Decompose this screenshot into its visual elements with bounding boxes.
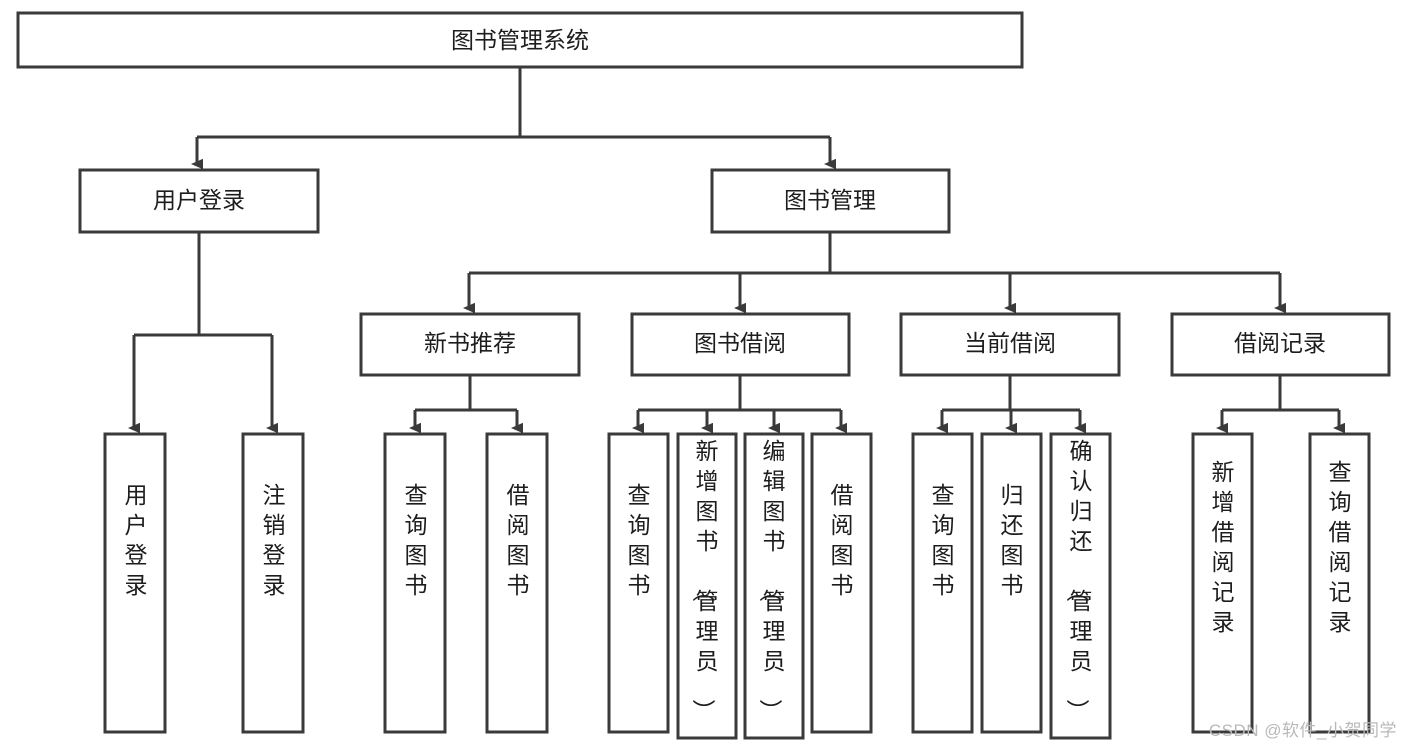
- leaf-query-book-2-label: 查询图书: [628, 482, 651, 598]
- node-current-borrow-box: [899, 312, 1121, 377]
- node-root-label: 图书管理系统: [451, 27, 589, 53]
- node-book-management[interactable]: 图书管理: [710, 168, 951, 234]
- leaf-edit-book-admin-label: 编辑图书（管理员）: [758, 438, 786, 722]
- node-borrow-records[interactable]: 借阅记录: [1170, 312, 1391, 377]
- node-borrow-records-label: 借阅记录: [1234, 330, 1326, 356]
- leaf-confirm-return-admin[interactable]: 确认归还（管理员）: [1049, 432, 1112, 740]
- leaf-borrow-book-2[interactable]: 借阅图书: [810, 432, 873, 734]
- leaf-add-borrow-record-box: [1191, 432, 1254, 734]
- leaf-user-login-label: 用户登录: [125, 482, 148, 598]
- leaf-query-book-1-label: 查询图书: [405, 482, 428, 598]
- node-book-management-box: [710, 168, 951, 234]
- node-new-book-recommend-label: 新书推荐: [424, 330, 516, 356]
- leaf-borrow-book-1-box: [485, 432, 549, 734]
- leaf-confirm-return-admin-label: 确认归还（管理员）: [1065, 438, 1093, 722]
- node-new-book-recommend-box: [359, 312, 581, 377]
- leaf-query-book-2-box: [607, 432, 670, 734]
- leaf-add-book-admin-box: [676, 432, 738, 740]
- leaf-borrow-book-1-label: 借阅图书: [507, 482, 530, 598]
- node-user-login-box: [78, 168, 320, 234]
- connector-layer: [128, 67, 1345, 434]
- leaf-edit-book-admin-box: [743, 432, 805, 740]
- leaf-logout-label: 注销登录: [263, 482, 286, 598]
- leaf-query-book-2[interactable]: 查询图书: [607, 432, 670, 734]
- leaf-logout[interactable]: 注销登录: [241, 432, 305, 734]
- node-user-login-label: 用户登录: [153, 187, 245, 213]
- leaf-query-borrow-record-label: 查询借阅记录: [1329, 459, 1352, 635]
- node-book-management-label: 图书管理: [784, 187, 876, 213]
- leaf-user-login-box: [103, 432, 167, 734]
- node-root-box: [16, 11, 1024, 69]
- node-current-borrow[interactable]: 当前借阅: [899, 312, 1121, 377]
- leaf-query-book-1-box: [383, 432, 447, 734]
- leaf-return-book-box: [980, 432, 1043, 734]
- leaf-borrow-book-1[interactable]: 借阅图书: [485, 432, 549, 734]
- node-book-borrow-label: 图书借阅: [694, 330, 786, 356]
- node-user-login[interactable]: 用户登录: [78, 168, 320, 234]
- node-book-borrow[interactable]: 图书借阅: [630, 312, 851, 377]
- leaf-edit-book-admin[interactable]: 编辑图书（管理员）: [743, 432, 805, 740]
- leaf-borrow-book-2-label: 借阅图书: [831, 482, 854, 598]
- leaf-borrow-book-2-box: [810, 432, 873, 734]
- leaf-query-book-3-box: [911, 432, 974, 734]
- leaf-query-book-3[interactable]: 查询图书: [911, 432, 974, 734]
- leaf-confirm-return-admin-box: [1049, 432, 1112, 740]
- leaf-query-borrow-record[interactable]: 查询借阅记录: [1308, 432, 1371, 734]
- leaf-query-borrow-record-box: [1308, 432, 1371, 734]
- leaf-user-login[interactable]: 用户登录: [103, 432, 167, 734]
- node-new-book-recommend[interactable]: 新书推荐: [359, 312, 581, 377]
- node-current-borrow-label: 当前借阅: [964, 330, 1056, 356]
- leaf-query-book-3-label: 查询图书: [932, 482, 955, 598]
- leaf-query-book-1[interactable]: 查询图书: [383, 432, 447, 734]
- leaf-return-book[interactable]: 归还图书: [980, 432, 1043, 734]
- node-root-system[interactable]: 图书管理系统: [16, 11, 1024, 69]
- leaf-add-borrow-record-label: 新增借阅记录: [1212, 459, 1235, 635]
- leaf-add-borrow-record[interactable]: 新增借阅记录: [1191, 432, 1254, 734]
- node-book-borrow-box: [630, 312, 851, 377]
- leaf-add-book-admin-label: 新增图书（管理员）: [691, 438, 719, 722]
- leaf-add-book-admin[interactable]: 新增图书（管理员）: [676, 432, 738, 740]
- node-borrow-records-box: [1170, 312, 1391, 377]
- leaf-logout-box: [241, 432, 305, 734]
- leaf-return-book-label: 归还图书: [1001, 482, 1024, 598]
